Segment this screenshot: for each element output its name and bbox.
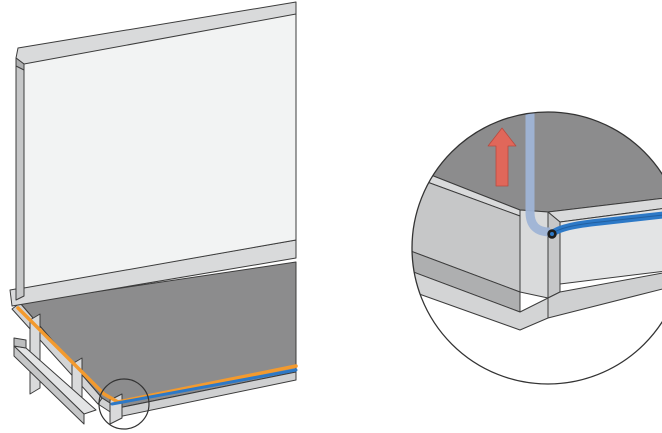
detail-light-blue-tube [525,112,551,237]
floor-rail-side [13,345,85,425]
panel-top-rail [15,1,297,65]
arrow-up-icon [487,127,517,187]
panel-left-post [15,55,25,301]
detail-circle-outline [411,111,662,385]
orange-seal [16,306,298,404]
detail-circle [98,378,150,430]
detail-right-post [547,211,561,299]
detail-right-lower [547,267,662,319]
panel-top-rail-lip [15,57,25,71]
floor-rail-top [13,337,27,349]
blue-seal [110,368,298,406]
detail-seal-end-core [550,232,554,236]
detail-view [411,111,662,385]
assembly-view [9,1,298,430]
